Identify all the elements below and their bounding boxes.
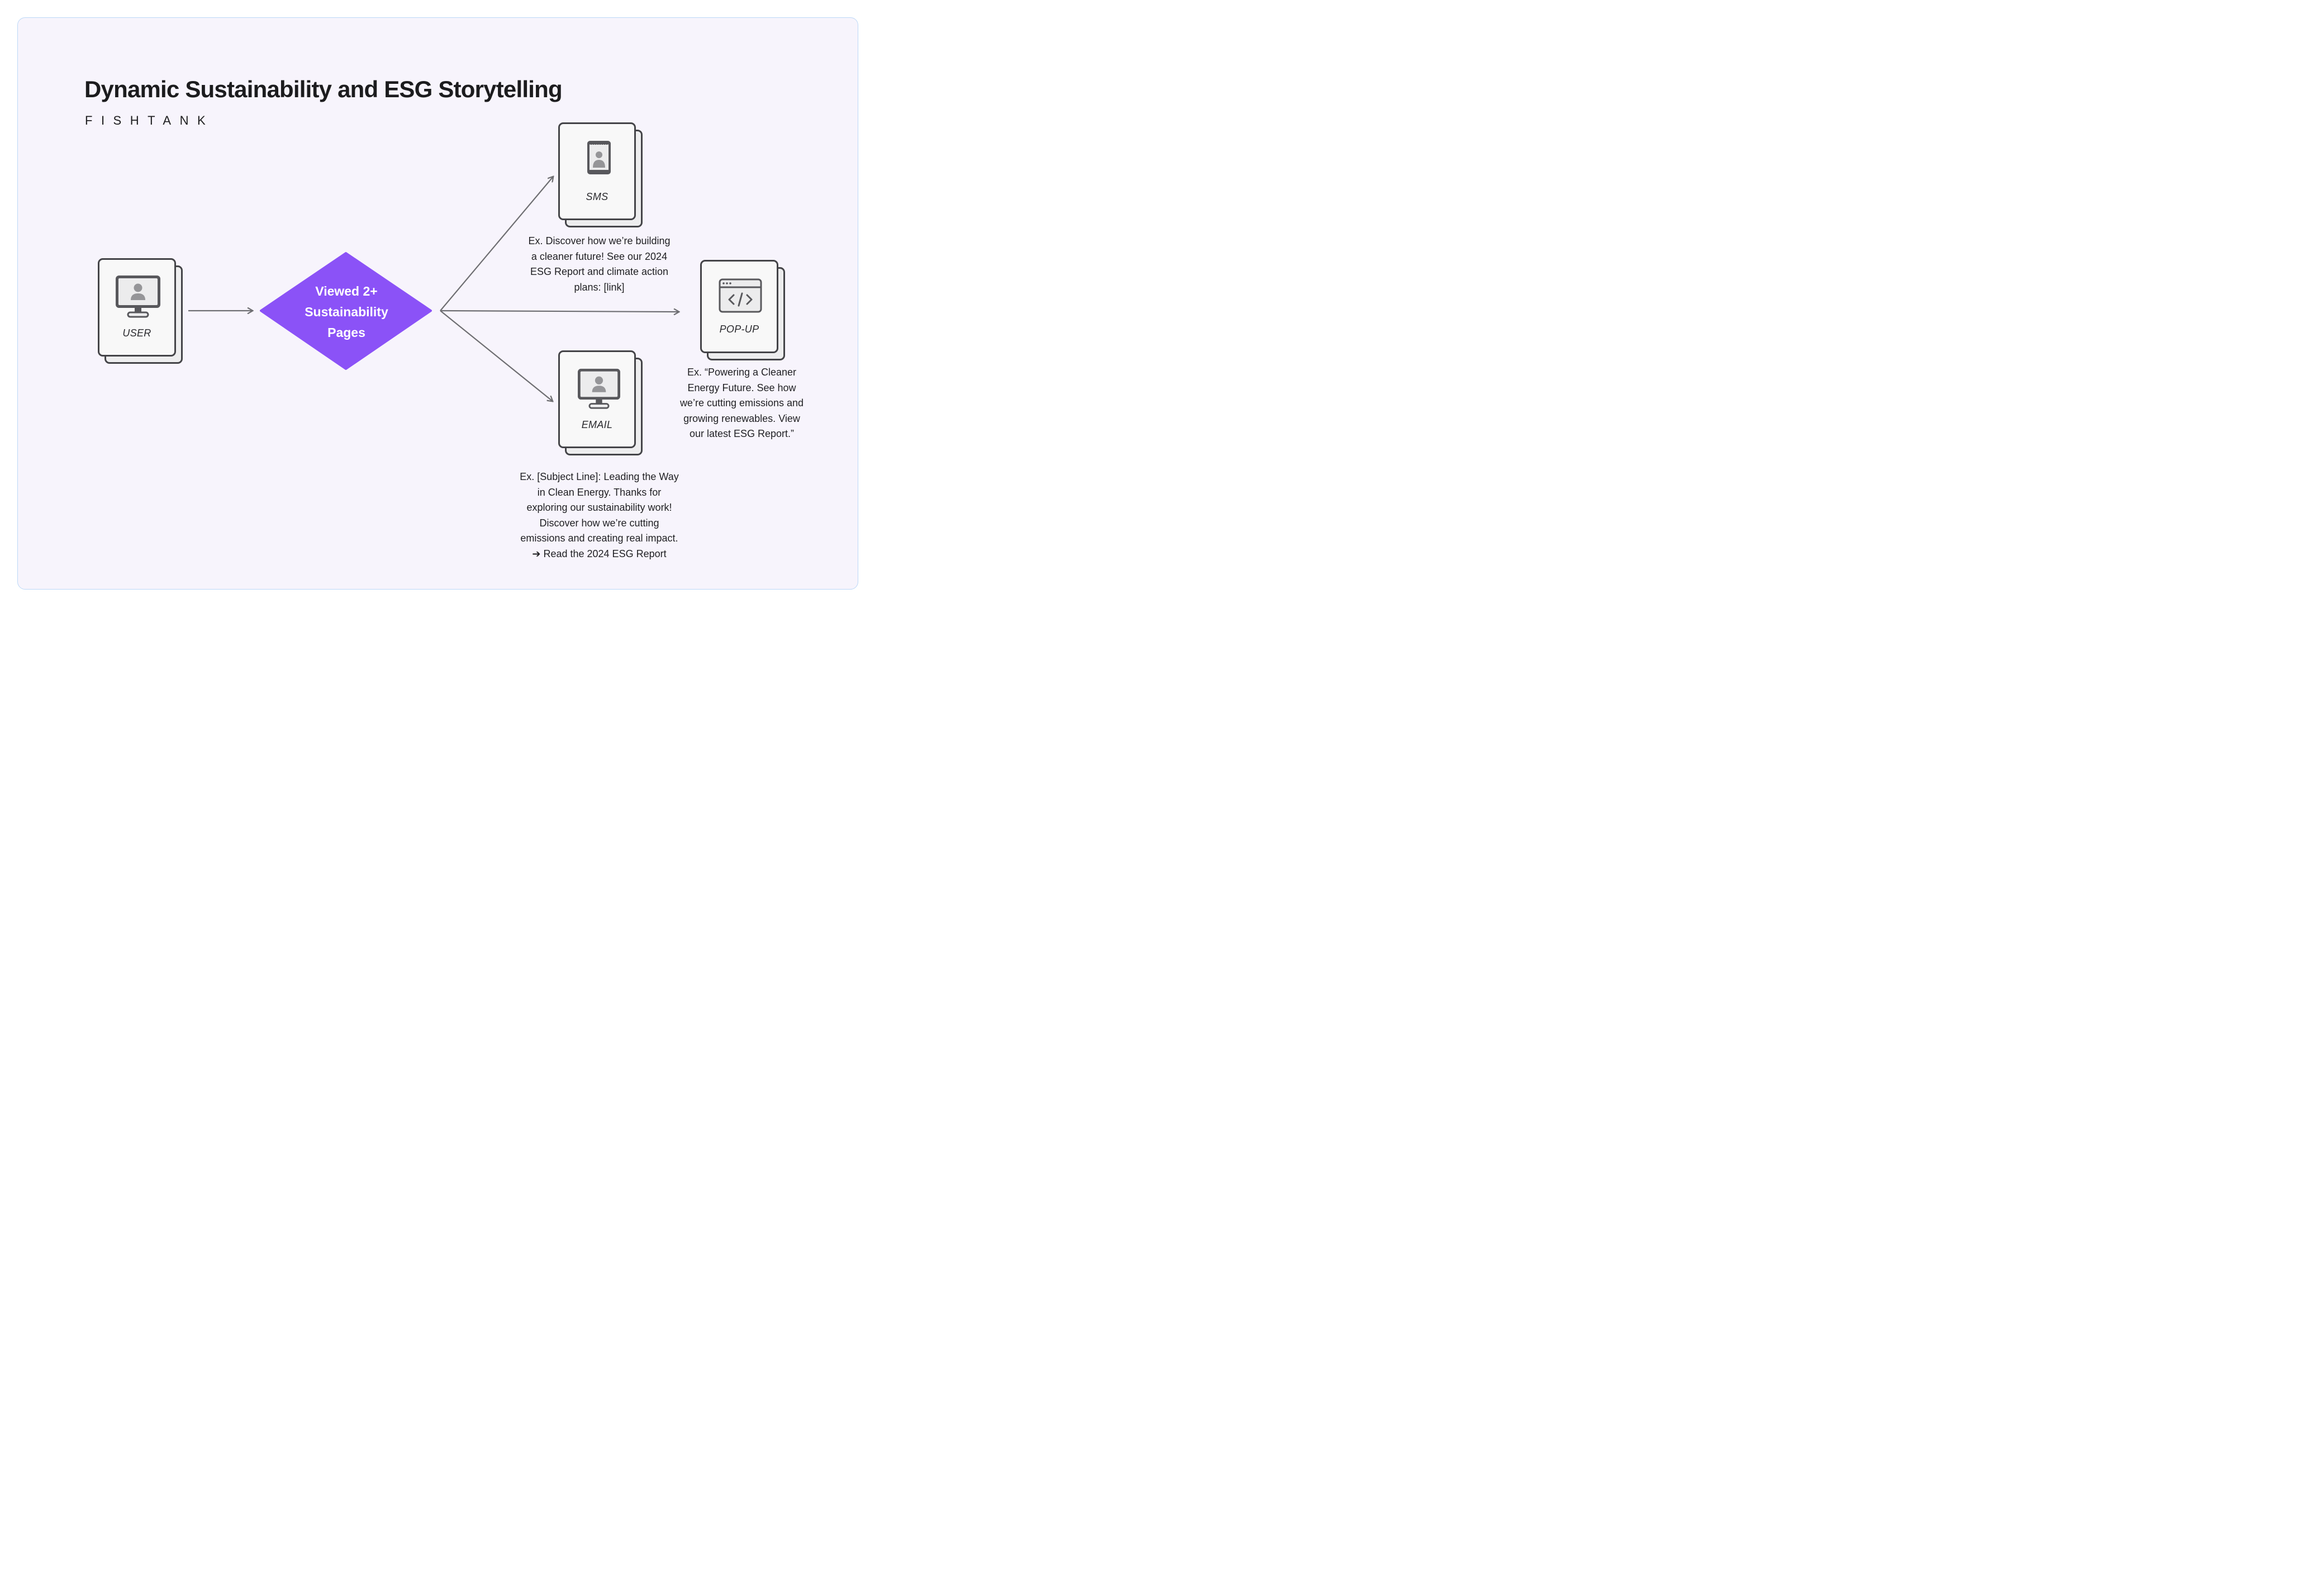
caption-line: ➔ Read the 2024 ESG Report xyxy=(532,548,667,559)
sms-node-label: SMS xyxy=(586,191,608,202)
code-window-icon xyxy=(719,278,762,313)
phone-user-icon xyxy=(587,141,611,174)
user-node: USER xyxy=(98,258,183,364)
user-node-label: USER xyxy=(122,327,151,339)
email-node-label: EMAIL xyxy=(581,419,613,430)
caption-line: Energy Future. See how xyxy=(687,382,796,393)
caption-line: plans: [link] xyxy=(574,281,625,293)
decision-label: Viewed 2+ Sustainability Pages xyxy=(263,281,430,343)
monitor-user-icon xyxy=(578,368,620,409)
email-caption: Ex. [Subject Line]: Leading the Way in C… xyxy=(497,469,701,562)
caption-line: Ex. [Subject Line]: Leading the Way xyxy=(520,471,679,482)
brand-wordmark: FISHTANK xyxy=(85,113,215,127)
arrow-decision-to-popup xyxy=(440,311,679,312)
caption-line: Ex. “Powering a Cleaner xyxy=(687,367,797,378)
popup-node: POP-UP xyxy=(700,260,786,361)
sms-node: SMS xyxy=(558,122,643,228)
page-title: Dynamic Sustainability and ESG Storytell… xyxy=(84,76,563,102)
caption-line: we’re cutting emissions and xyxy=(679,397,804,408)
caption-line: ESG Report and climate action xyxy=(530,266,669,277)
caption-line: emissions and creating real impact. xyxy=(520,533,678,544)
decision-label-line-3: Pages xyxy=(327,325,365,340)
monitor-user-icon xyxy=(116,276,160,318)
caption-line: growing renewables. View xyxy=(683,412,800,424)
arrow-decision-to-sms xyxy=(440,177,553,311)
decision-label-line-2: Sustainability xyxy=(305,305,388,319)
decision-label-line-1: Viewed 2+ xyxy=(315,284,378,298)
caption-line: in Clean Energy. Thanks for xyxy=(537,486,662,498)
flow-connectors xyxy=(188,0,876,607)
decision-diamond xyxy=(260,252,432,370)
caption-line: Ex. Discover how we’re building xyxy=(528,235,671,246)
caption-line: Discover how we’re cutting xyxy=(539,517,659,529)
email-node: EMAIL xyxy=(558,350,643,456)
arrow-decision-to-email xyxy=(440,310,553,401)
caption-line: exploring our sustainability work! xyxy=(526,502,672,513)
caption-line: our latest ESG Report.” xyxy=(689,428,795,439)
popup-caption: Ex. “Powering a Cleaner Energy Future. S… xyxy=(654,365,830,442)
popup-node-label: POP-UP xyxy=(719,324,759,335)
caption-line: a cleaner future! See our 2024 xyxy=(531,250,668,262)
sms-caption: Ex. Discover how we’re building a cleane… xyxy=(503,234,696,295)
